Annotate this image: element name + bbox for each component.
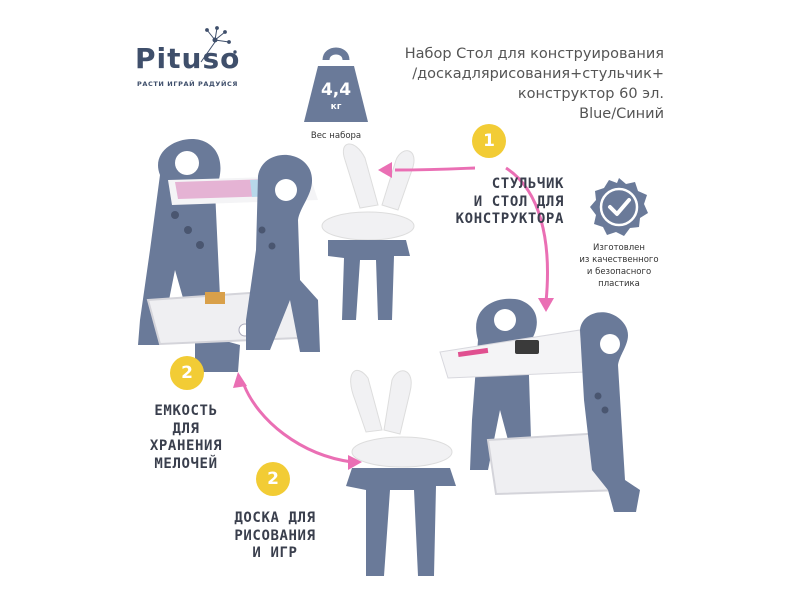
quality-line: и безопасного [586, 267, 652, 277]
feature-callout-2: ЕМКОСТЬ ДЛЯ ХРАНЕНИЯ МЕЛОЧЕЙ [132, 403, 240, 473]
arrow-head-right [348, 455, 362, 470]
construction-table [138, 139, 320, 372]
weight-value: 4,4 [320, 80, 352, 100]
drawing-board-table [439, 298, 640, 512]
arrow-head-left [378, 162, 392, 178]
weight-unit: кг [330, 102, 342, 112]
arrow-head-up [233, 372, 247, 388]
product-title-line: Набор Стол для конструирования [404, 46, 664, 62]
callout-line: И ИГР [252, 545, 298, 561]
callout-line: СТУЛЬЧИК [491, 176, 564, 192]
callout-line: ХРАНЕНИЯ [149, 438, 223, 454]
brand-tagline: РАСТИ ИГРАЙ РАДУЙСЯ [137, 80, 238, 88]
arrow-1 [394, 166, 549, 303]
callout-line: РИСОВАНИЯ [234, 527, 316, 544]
weight-kettlebell-icon [304, 47, 368, 122]
arrow-2 [242, 384, 353, 464]
callout-line: МЕЛОЧЕЙ [154, 455, 218, 472]
callout-line: КОНСТРУКТОРА [455, 211, 564, 227]
quality-caption: Изготовлен из качественного и безопасног… [560, 242, 678, 290]
quality-line: Изготовлен [593, 243, 645, 253]
callout-line: ДЛЯ [172, 420, 200, 437]
chair-bottom [346, 369, 456, 576]
product-title-line: конструктор 60 эл. [517, 86, 664, 102]
callout-line: И СТОЛ ДЛЯ [473, 193, 564, 210]
feature-callout-3: ДОСКА ДЛЯ РИСОВАНИЯ И ИГР [212, 510, 338, 563]
callout-line: ЕМКОСТЬ [154, 403, 218, 419]
product-title: Набор Стол для конструирования /доскадля… [364, 44, 664, 124]
callout-line: ДОСКА ДЛЯ [234, 510, 316, 526]
quality-line: из качественного [579, 255, 659, 265]
quality-line: пластика [598, 279, 640, 289]
product-title-line: Blue/Синий [579, 106, 664, 122]
feature-badge-1: 1 [472, 124, 506, 158]
arrow-head-down [538, 298, 554, 312]
feature-badge-3: 2 [256, 462, 290, 496]
feature-callout-1: СТУЛЬЧИК И СТОЛ ДЛЯ КОНСТРУКТОРА [428, 176, 564, 229]
chair-top [321, 143, 415, 320]
feature-badge-2: 2 [170, 356, 204, 390]
brand-logo: Pituso [135, 42, 241, 75]
product-title-line: /доскадлярисования+стульчик+ [412, 66, 664, 82]
dandelion-logo-icon [200, 26, 237, 63]
checkmark-badge-icon [590, 178, 648, 236]
weight-caption: Вес набора [310, 131, 362, 141]
